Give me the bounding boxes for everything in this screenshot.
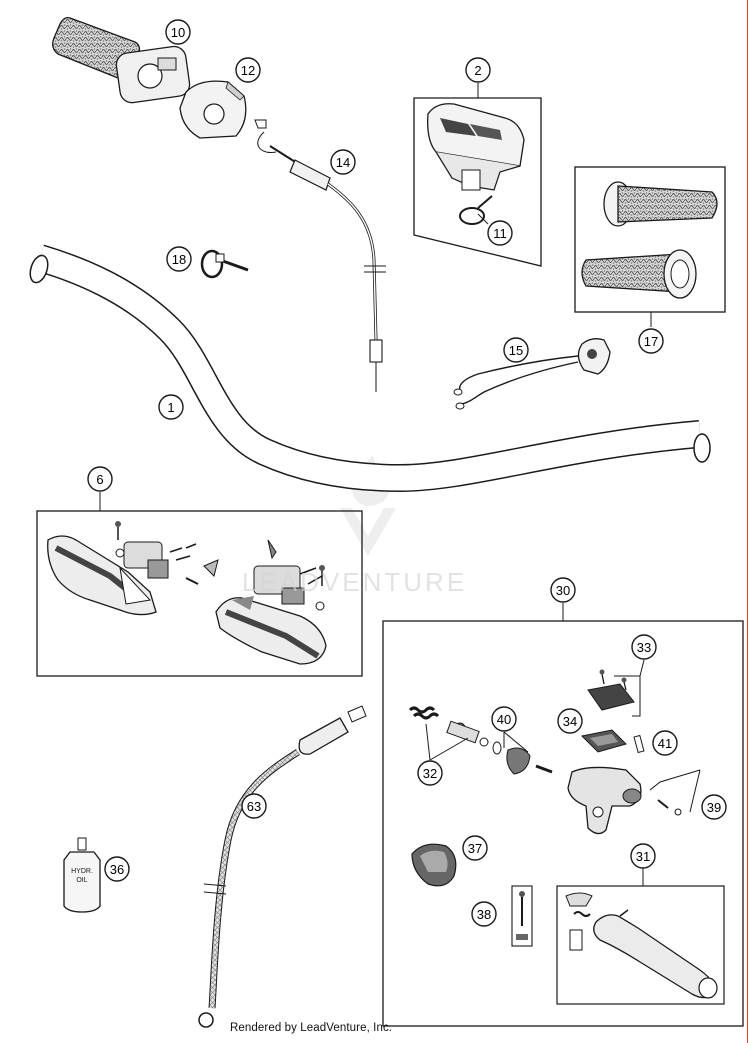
callout-label: 31 — [636, 849, 650, 864]
left-handguard-part — [47, 535, 157, 616]
callout-label: 33 — [637, 640, 651, 655]
watermark-text: LEADVENTURE — [242, 567, 468, 597]
right-mount-hardware-part — [253, 539, 325, 611]
callout-label: 36 — [110, 862, 124, 877]
callout-63: 63 — [241, 793, 267, 819]
reservoir-diaphragm-part — [580, 729, 627, 753]
callout-label: 63 — [247, 799, 261, 814]
callout-label: 12 — [241, 63, 255, 78]
callout-2: 2 — [465, 57, 491, 83]
left-mount-hardware-part — [115, 521, 219, 585]
callout-label: 6 — [96, 472, 103, 487]
callout-10: 10 — [165, 19, 191, 45]
callout-1: 1 — [158, 394, 184, 420]
callout-38: 38 — [471, 901, 497, 927]
callout-17: 17 — [638, 328, 664, 354]
kill-switch-part — [453, 338, 611, 410]
brake-hose-part — [198, 705, 367, 1028]
left-grip-part — [603, 181, 718, 227]
callout-31: 31 — [630, 843, 656, 869]
callout-11: 11 — [487, 220, 513, 246]
oil-label-line1: HYDR. — [71, 868, 93, 875]
master-cylinder-part — [567, 734, 682, 835]
callout-label: 17 — [644, 334, 658, 349]
callout-40: 40 — [491, 706, 517, 732]
callout-label: 39 — [707, 800, 721, 815]
callout-41: 41 — [652, 730, 678, 756]
callout-label: 1 — [167, 400, 174, 415]
callout-39: 39 — [701, 794, 727, 820]
throttle-cable-part — [254, 119, 386, 392]
right-grip-part — [581, 249, 697, 299]
lever-guard-part — [411, 843, 457, 887]
callout-label: 10 — [171, 25, 185, 40]
callout-label: 15 — [509, 343, 523, 358]
throttle-grip-part — [52, 16, 191, 104]
hydraulic-oil-bottle-part: HYDR. OIL — [63, 837, 101, 913]
callout-label: 38 — [477, 907, 491, 922]
callout-label: 14 — [336, 155, 350, 170]
switch-housing-part — [427, 103, 525, 191]
callout-14: 14 — [330, 149, 356, 175]
callout-30: 30 — [550, 577, 576, 603]
callout-18: 18 — [166, 246, 192, 272]
page-edge-line — [747, 0, 748, 1043]
lever-box-frame — [556, 885, 725, 1005]
brake-lever-part — [565, 892, 718, 999]
callout-label: 41 — [658, 736, 672, 751]
callout-label: 18 — [172, 252, 186, 267]
callout-32: 32 — [417, 760, 443, 786]
callout-15: 15 — [503, 337, 529, 363]
throttle-cover-part — [179, 80, 247, 139]
oil-label-line2: OIL — [76, 877, 87, 884]
reservoir-cover-part — [587, 669, 635, 711]
boot-pushrod-part — [506, 747, 553, 775]
cable-tie-part — [200, 249, 249, 279]
callout-label: 37 — [468, 841, 482, 856]
callout-36: 36 — [104, 856, 130, 882]
callout-label: 2 — [474, 63, 481, 78]
grips-box-frame — [574, 166, 726, 313]
callout-37: 37 — [462, 835, 488, 861]
callout-34: 34 — [557, 708, 583, 734]
callout-label: 32 — [423, 766, 437, 781]
piston-spring-part — [408, 706, 502, 755]
callout-33: 33 — [631, 634, 657, 660]
callout-12: 12 — [235, 57, 261, 83]
callout-label: 40 — [497, 712, 511, 727]
cable-tie-part — [459, 195, 493, 225]
footer-credit: Rendered by LeadVenture, Inc. — [230, 1022, 393, 1034]
bolt-nut-part — [511, 885, 533, 947]
callout-label: 34 — [563, 714, 577, 729]
handguard-box-frame — [36, 510, 363, 677]
switch-box-frame — [413, 97, 542, 267]
callout-label: 30 — [556, 583, 570, 598]
handlebar-part — [29, 244, 711, 493]
callout-6: 6 — [87, 466, 113, 492]
callout-label: 11 — [493, 226, 507, 241]
right-handguard-part — [215, 596, 327, 665]
